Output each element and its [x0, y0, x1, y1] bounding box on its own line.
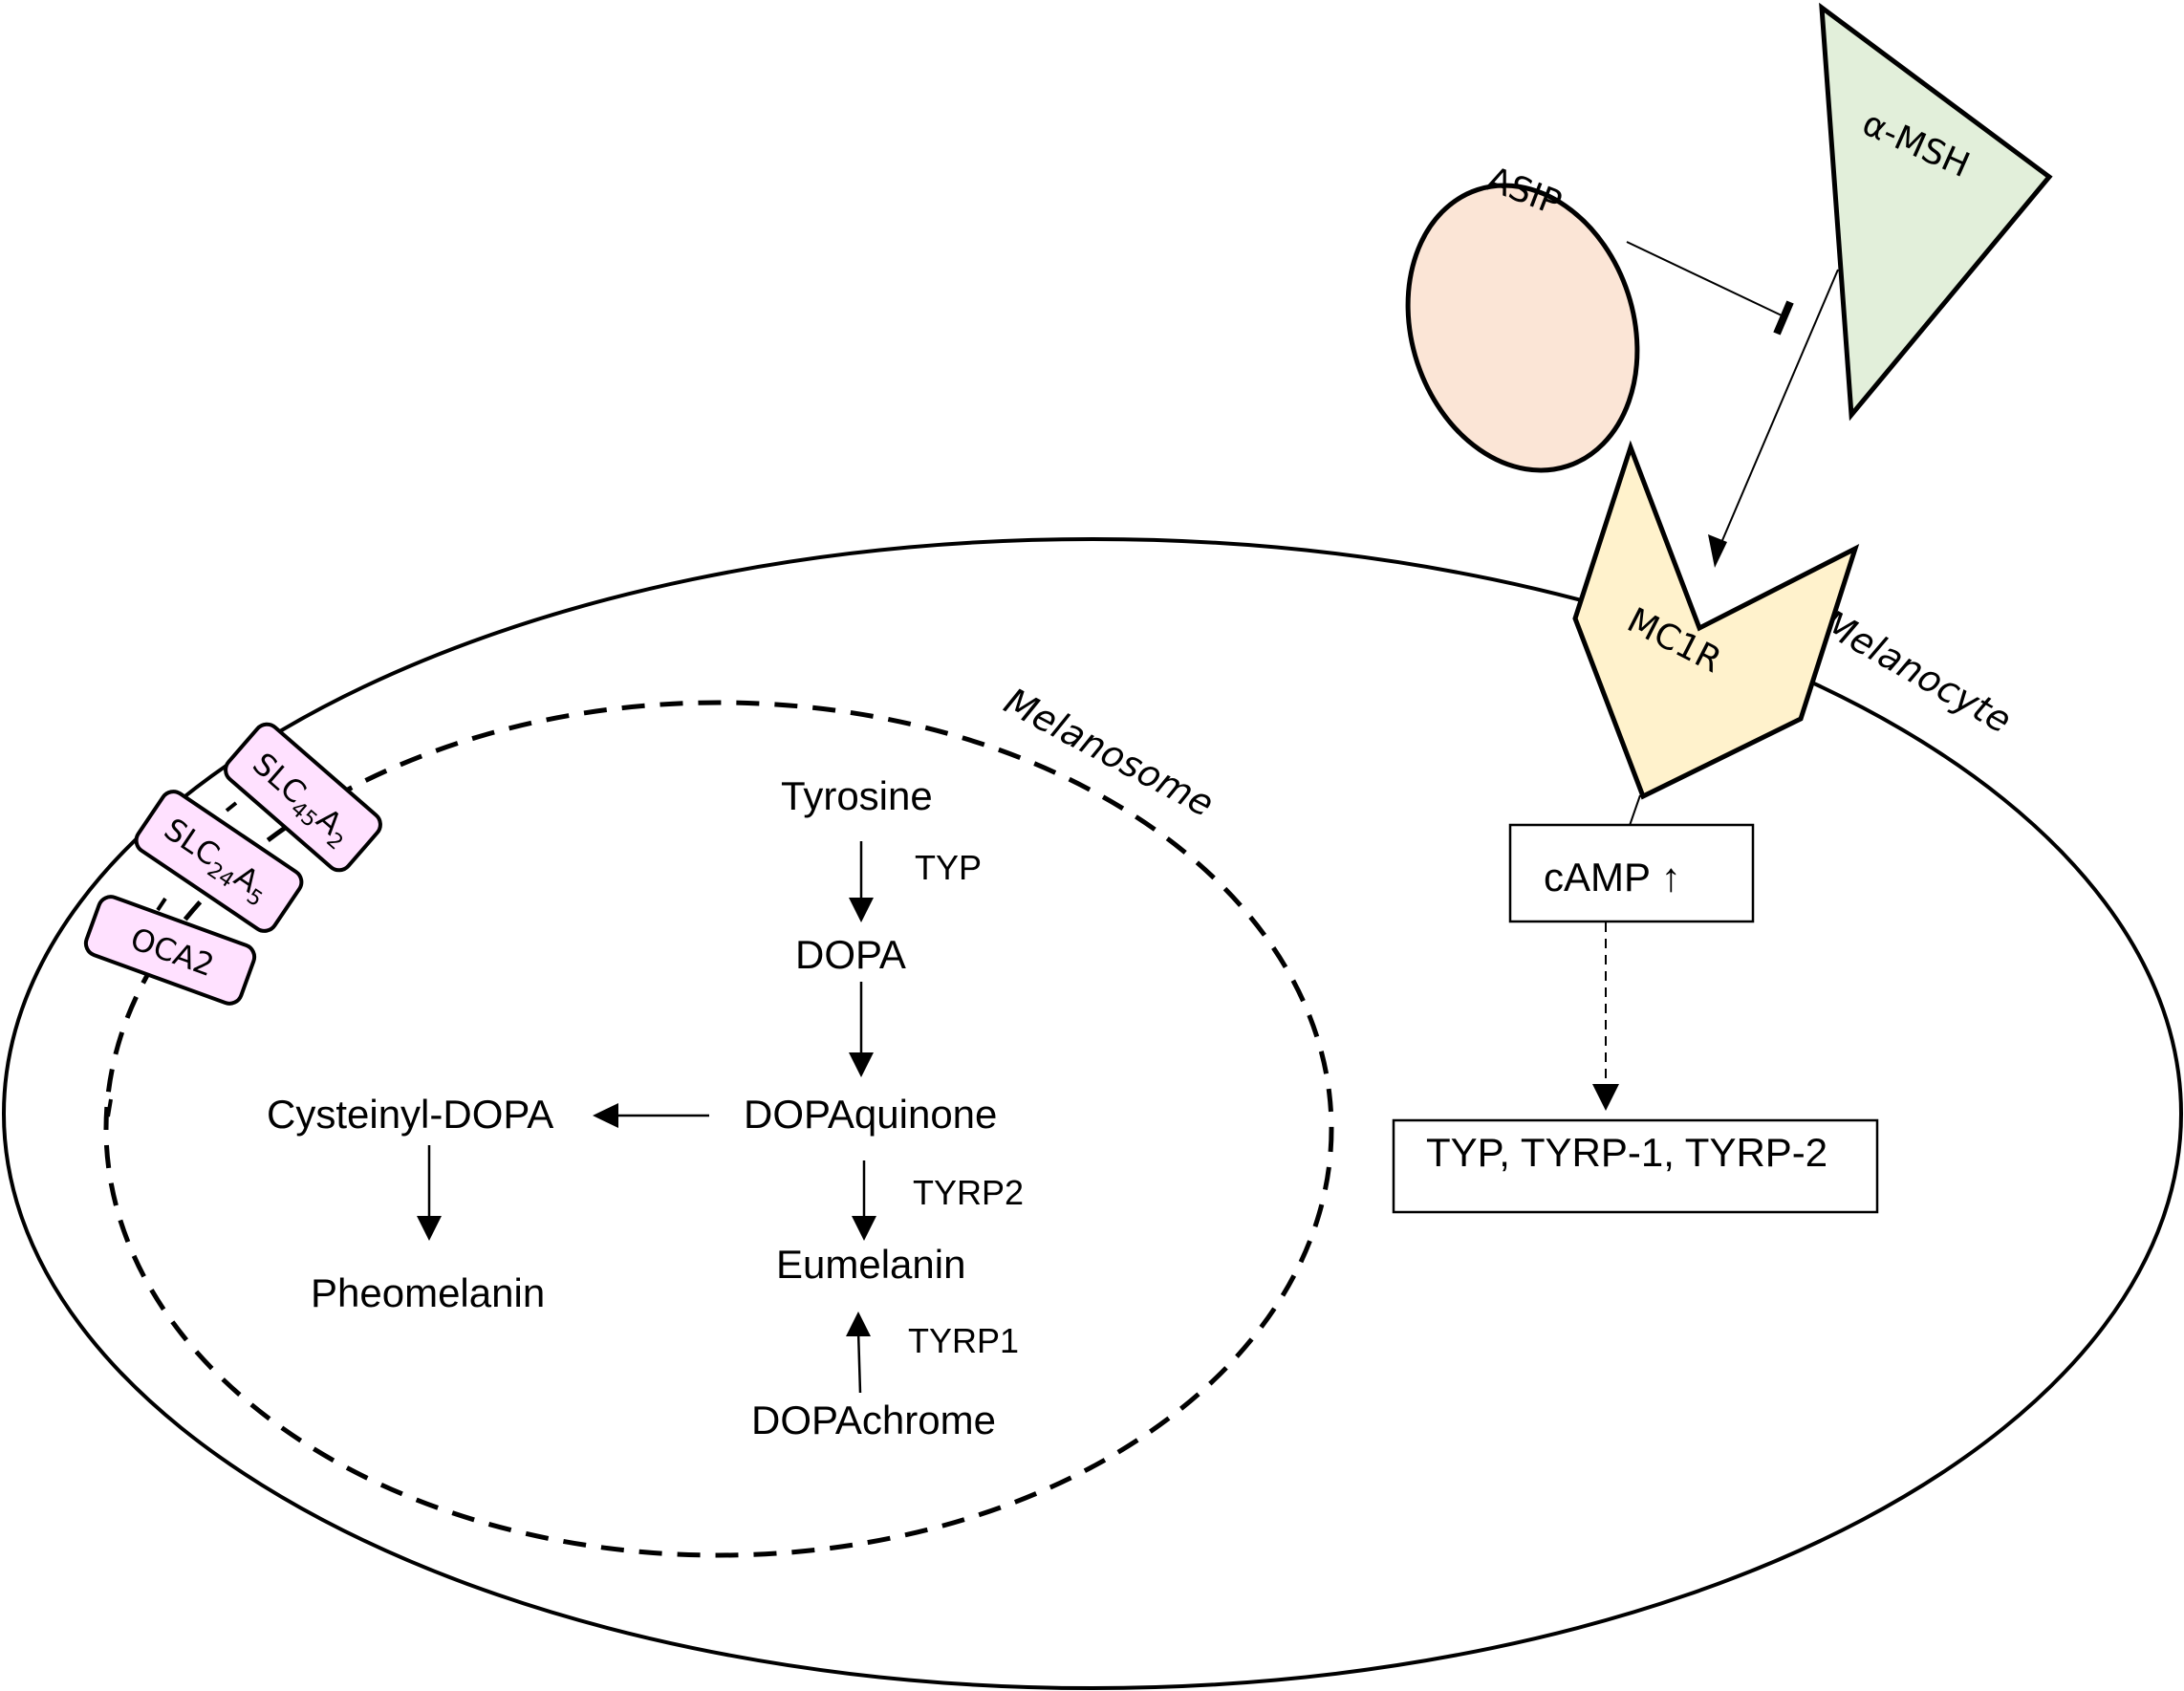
melanosome-label: Melanosome [998, 680, 1221, 825]
oca2-box [83, 895, 257, 1006]
transporter-slc45a2[interactable]: SLC45A2 [221, 719, 386, 875]
melanosome-membrane [103, 700, 1334, 1558]
dopaquinone-to-eumelanin-arrow [852, 1160, 876, 1241]
eumelanin-label: Eumelanin [776, 1242, 965, 1287]
alpha-msh-node[interactable]: α-MSH [1819, 2, 2053, 422]
dopachrome-to-eumelanin-arrow [846, 1312, 871, 1394]
melanocyte-membrane [2, 537, 2183, 1690]
arrowhead-icon [1592, 1084, 1619, 1111]
arrowhead-icon [593, 1103, 618, 1128]
transporter-connectors [106, 801, 238, 1117]
transporter-slc24a5[interactable]: SLC24A5 [132, 787, 307, 936]
slc24a5-box [134, 790, 304, 933]
melanocyte-label: Melanocyte [1816, 602, 2019, 742]
camp-to-genes-edge [1592, 922, 1619, 1111]
tyrp2-enzyme-label: TYRP2 [913, 1173, 1024, 1212]
genes-node[interactable]: TYP, TYRP-1, TYRP-2 [1392, 1118, 1879, 1214]
mc1r-shape [1572, 440, 1860, 800]
tyrosine-label: Tyrosine [781, 773, 933, 818]
cysteinyl-dopa-to-pheomelanin-arrow [417, 1145, 442, 1241]
arrowhead-icon [1708, 534, 1727, 568]
camp-label: cAMP ↑ [1544, 855, 1681, 900]
arrowhead-icon [852, 1216, 876, 1241]
dopa-to-dopaquinone-arrow [849, 982, 874, 1077]
dopaquinone-label: DOPAquinone [744, 1092, 997, 1137]
genes-box [1392, 1118, 1879, 1214]
alpha-msh-activation-edge [1708, 269, 1839, 568]
inhibition-bar-icon [1773, 300, 1794, 336]
dopaquinone-to-cysteinyl-dopa-arrow [593, 1103, 709, 1128]
camp-node[interactable]: cAMP ↑ [1508, 823, 1755, 923]
arrowhead-icon [849, 1052, 874, 1077]
dopa-label: DOPA [795, 932, 906, 977]
genes-label: TYP, TYRP-1, TYRP-2 [1426, 1130, 1827, 1175]
camp-box [1508, 823, 1755, 923]
asip-shape [1405, 183, 1640, 473]
arrowhead-icon [849, 898, 874, 922]
slc45a2-box [224, 722, 382, 873]
arrowhead-icon [417, 1216, 442, 1241]
pheomelanin-label: Pheomelanin [311, 1270, 545, 1315]
cysteinyl-dopa-label: Cysteinyl-DOPA [267, 1092, 553, 1137]
mc1r-node[interactable]: MC1R [1572, 440, 1860, 800]
asip-inhibition-edge [1626, 241, 1794, 336]
dopachrome-label: DOPAchrome [751, 1398, 996, 1442]
arrowhead-icon [846, 1312, 871, 1336]
tyrosine-to-dopa-arrow [849, 841, 874, 922]
transporter-oca2[interactable]: OCA2 [82, 894, 258, 1008]
alpha-msh-shape [1819, 2, 2053, 422]
typ-enzyme-label: TYP [915, 848, 982, 887]
tyrp1-enzyme-label: TYRP1 [908, 1321, 1019, 1360]
asip-node[interactable]: ASIP [1373, 156, 1674, 501]
